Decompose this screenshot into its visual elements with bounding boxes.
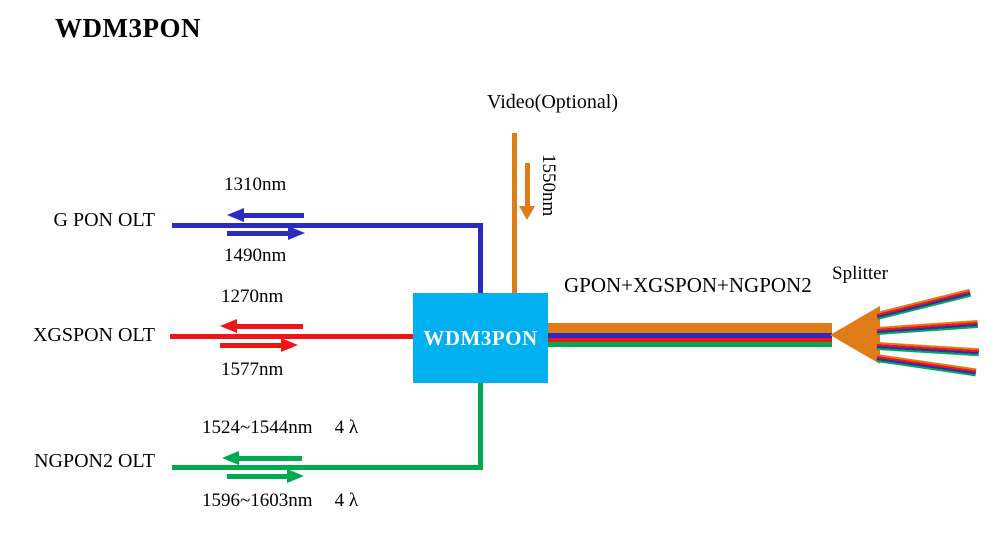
gpon-line-vertical — [478, 223, 483, 298]
gpon-olt-label: G PON OLT — [53, 209, 156, 231]
splitter-cone-icon — [830, 306, 880, 364]
gpon-line — [172, 223, 483, 228]
xgspon-olt-label: XGSPON OLT — [32, 324, 155, 346]
arrowhead-right-icon — [281, 338, 298, 352]
combined-output-label: GPON+XGSPON+NGPON2 — [564, 273, 812, 297]
xgspon-upstream-arrow-icon — [220, 319, 303, 334]
output-fiber-orange — [548, 323, 832, 333]
arrowhead-left-icon — [227, 208, 244, 222]
ngpon2-line-vertical — [478, 380, 483, 470]
xgspon-upstream-wavelength-label: 1270nm — [221, 286, 284, 307]
ngpon2-upstream-lambda-count: 4 λ — [334, 417, 359, 438]
gpon-downstream-wavelength-label: 1490nm — [224, 245, 287, 266]
gpon-upstream-wavelength-label: 1310nm — [224, 174, 287, 195]
ngpon2-line — [172, 465, 483, 470]
xgspon-line — [170, 334, 415, 339]
output-fiber-red — [548, 338, 832, 342]
ngpon2-olt-label: NGPON2 OLT — [34, 450, 155, 472]
ngpon2-downstream-lambda-count: 4 λ — [334, 490, 359, 511]
arrowhead-right-icon — [288, 226, 305, 240]
splitter-label: Splitter — [832, 263, 888, 284]
splitter-output-fiber — [876, 319, 979, 335]
arrow-shaft — [227, 474, 289, 479]
splitter-output-fiber — [876, 288, 972, 320]
gpon-downstream-arrow-icon — [227, 226, 305, 241]
ngpon2-upstream-wavelength-label: 1524~1544nm 4 λ — [202, 417, 359, 439]
video-downstream-arrow-icon — [519, 163, 536, 220]
ngpon2-downstream-range: 1596~1603nm — [202, 490, 313, 511]
page-title: WDM3PON — [55, 13, 201, 43]
arrowhead-down-icon — [519, 206, 535, 220]
ngpon2-downstream-arrow-icon — [227, 469, 304, 484]
video-optional-label: Video(Optional) — [487, 91, 618, 113]
arrowhead-left-icon — [222, 451, 239, 465]
arrowhead-left-icon — [220, 319, 237, 333]
wdm3pon-box: WDM3PON — [413, 293, 548, 383]
xgspon-downstream-wavelength-label: 1577nm — [221, 359, 284, 380]
output-fiber-blue — [548, 333, 832, 338]
ngpon2-downstream-wavelength-label: 1596~1603nm 4 λ — [202, 490, 359, 512]
splitter-output-fiber — [876, 354, 977, 377]
arrow-shaft — [220, 343, 283, 348]
video-line — [512, 133, 517, 293]
arrow-shaft — [235, 324, 303, 329]
xgspon-downstream-arrow-icon — [220, 338, 298, 353]
arrow-shaft — [227, 231, 290, 236]
output-fiber-green — [548, 342, 832, 347]
arrowhead-right-icon — [287, 469, 304, 483]
video-wavelength-label: 1550nm — [537, 154, 559, 217]
ngpon2-upstream-arrow-icon — [222, 451, 302, 466]
arrow-shaft — [525, 163, 530, 207]
arrow-shaft — [237, 456, 302, 461]
wdm3pon-box-label: WDM3PON — [423, 325, 538, 350]
splitter-output-fiber — [876, 342, 980, 357]
ngpon2-upstream-range: 1524~1544nm — [202, 417, 313, 438]
gpon-upstream-arrow-icon — [227, 208, 304, 223]
arrow-shaft — [242, 213, 304, 218]
